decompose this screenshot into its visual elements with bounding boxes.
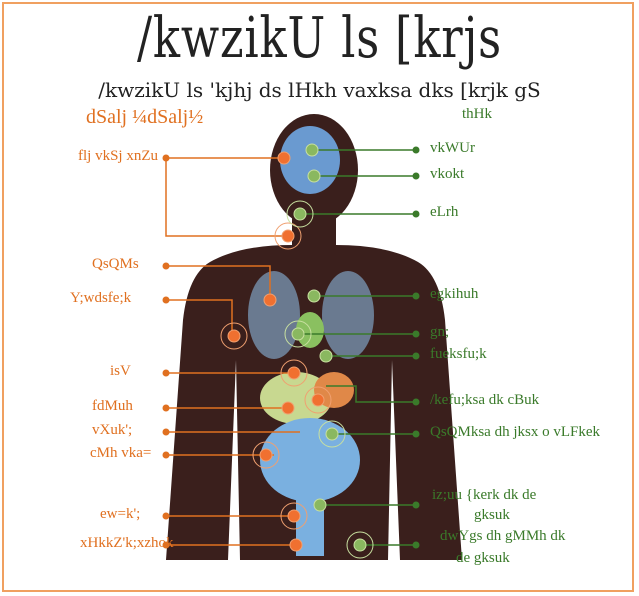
label-intestine: vkWUr	[430, 140, 475, 157]
label-hip-bone-2: de gksuk	[456, 550, 510, 567]
label-leukemia: Y;wdsfe;k	[70, 290, 131, 307]
label-lung-disease: QsQMksa dh jksx o vLFkek	[430, 424, 600, 441]
lung-right-icon	[322, 271, 374, 359]
label-voice: vkokt	[430, 166, 464, 183]
label-tongue: thHk	[462, 106, 492, 123]
label-lungs: QsQMs	[92, 256, 139, 273]
label-aorta: egkihuh	[430, 286, 478, 303]
label-stomach: isV	[110, 363, 131, 380]
label-fertility: iz;uu {kerk dk de	[432, 487, 536, 504]
label-heart: gn;	[430, 324, 449, 341]
label-large-intestine: cMh vka=	[90, 445, 151, 462]
label-brain: eLrh	[430, 204, 458, 221]
label-hip-bone: dwYgs dh gMMh dk	[440, 528, 565, 545]
label-pneumonia: fueksfu;k	[430, 346, 487, 363]
label-pancreas: vXuk';	[92, 422, 132, 439]
label-bladder: ew=k';	[100, 506, 140, 523]
label-head-neck: flj vkSj xnZu	[78, 148, 158, 165]
label-artery-blockage: /kefu;ksa dk cBuk	[430, 392, 539, 409]
label-fertility-2: gksuk	[474, 507, 510, 524]
label-cervix: xHkkZ'k;xzhok	[80, 535, 174, 552]
label-kidney: fdMuh	[92, 398, 133, 415]
